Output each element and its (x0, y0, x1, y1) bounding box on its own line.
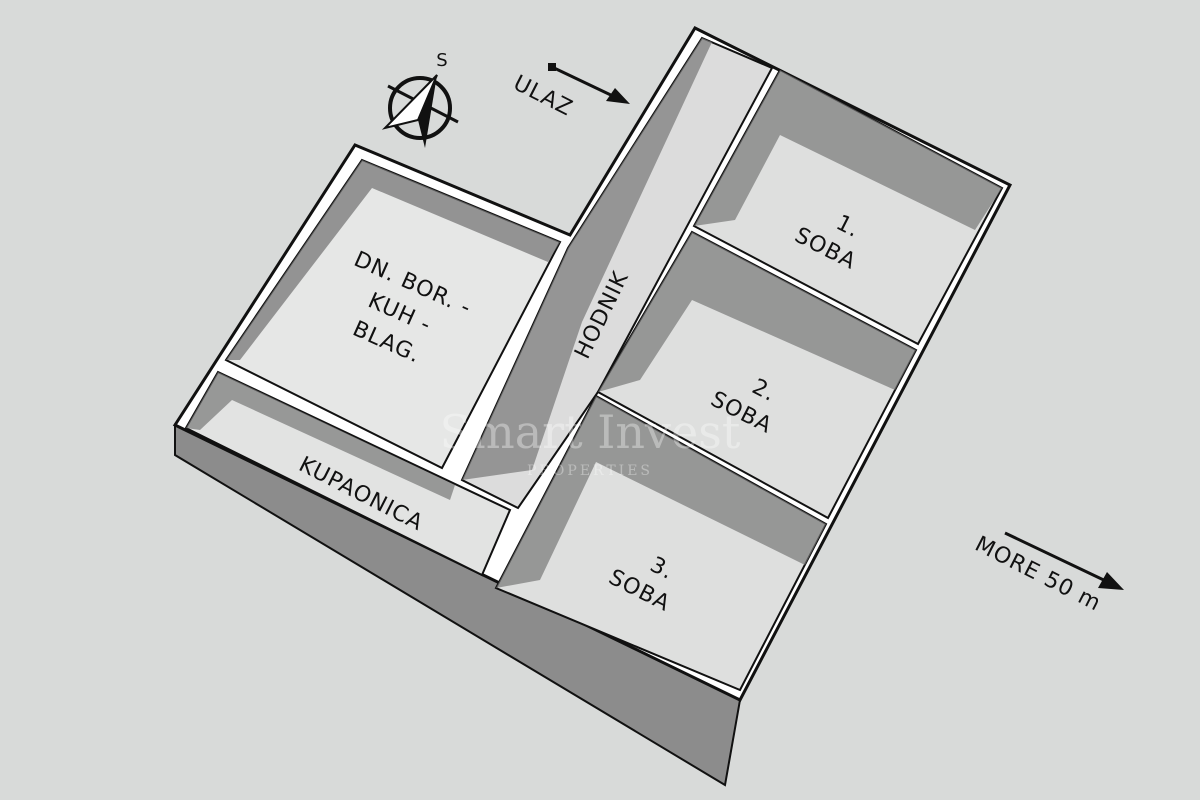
room-kitchen-floor (224, 158, 562, 470)
entrance-label: ULAZ (509, 71, 576, 122)
room-1-floor (692, 68, 1004, 346)
room-bathroom-floor (184, 370, 512, 577)
watermark-title: Smart Invest (440, 405, 741, 459)
sea-arrow-icon (1004, 531, 1124, 590)
compass-label: S (436, 50, 447, 71)
entrance-arrow-icon (548, 63, 630, 104)
room-3-floor (494, 394, 828, 692)
room-2-floor (596, 230, 918, 520)
watermark-subtitle: PROPERTIES (527, 463, 653, 479)
compass-icon: S (381, 50, 459, 148)
sea-distance-label: MORE 50 m (971, 532, 1105, 617)
room-hallway-floor (460, 36, 774, 510)
